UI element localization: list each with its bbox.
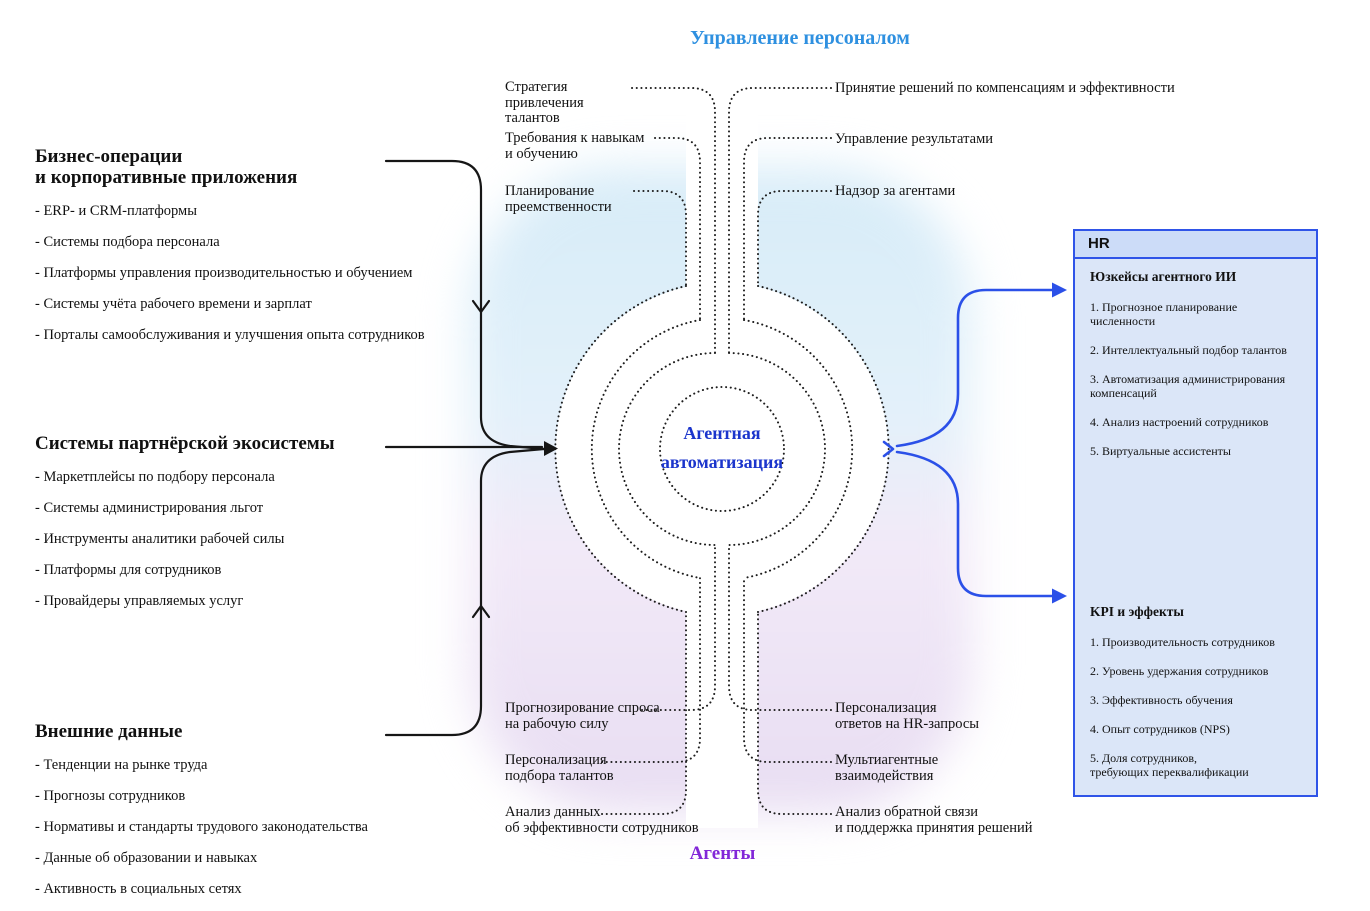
section-list: - Тенденции на рынке труда - Прогнозы со… — [35, 758, 495, 897]
list-item: - Тенденции на рынке труда — [35, 757, 208, 773]
list-item: 5. Доля сотрудников, требующих переквали… — [1090, 751, 1249, 779]
callout-feedback-analysis: Анализ обратной связи и поддержка принят… — [835, 804, 1033, 836]
section-partner-ecosystem: Системы партнёрской экосистемы - Маркетп… — [35, 433, 495, 609]
list-item: 1. Прогнозное планирование численности — [1090, 300, 1238, 328]
list-item: 1. Производительность сотрудников — [1090, 635, 1275, 649]
hr-section-heading: Юзкейсы агентного ИИ — [1090, 269, 1237, 284]
center-label: Агентная автоматизация — [660, 423, 784, 472]
list-item: - Платформы для сотрудников — [35, 562, 222, 578]
callout-hr-response-personalization: Персонализация ответов на HR-запросы — [835, 700, 980, 732]
top-title: Управление персоналом — [690, 27, 910, 49]
section-business-operations: Бизнес-операции и корпоративные приложен… — [35, 146, 495, 343]
callout-succession-planning: Планирование преемственности — [505, 183, 612, 215]
list-item: 4. Анализ настроений сотрудников — [1090, 415, 1269, 429]
arrowhead-kpi — [1052, 588, 1067, 604]
list-item: 3. Автоматизация администрирования компе… — [1090, 372, 1286, 400]
callout-performance-data-analysis: Анализ данных об эффективности сотрудник… — [505, 804, 699, 836]
section-list: - ERP- и CRM-платформы - Системы подбора… — [35, 204, 495, 343]
section-external-data: Внешние данные - Тенденции на рынке труд… — [35, 721, 495, 897]
list-item: - Порталы самообслуживания и улучшения о… — [35, 327, 425, 343]
callout-agent-oversight: Надзор за агентами — [835, 183, 956, 199]
list-item: - Инструменты аналитики рабочей силы — [35, 531, 285, 547]
list-item: - Системы администрирования льгот — [35, 500, 264, 516]
list-item: 2. Уровень удержания сотрудников — [1090, 664, 1269, 678]
hr-results-box: HR Юзкейсы агентного ИИ 1. Прогнозное пл… — [1073, 229, 1318, 797]
arrowhead-up-chevron — [471, 604, 491, 619]
callout-skills-requirements: Требования к навыкам и обучению — [505, 130, 645, 162]
list-item: 5. Виртуальные ассистенты — [1090, 444, 1231, 458]
list-item: - Данные об образовании и навыках — [35, 850, 258, 866]
output-arrows — [882, 282, 1067, 604]
section-heading: Внешние данные — [35, 721, 183, 742]
section-heading: Бизнес-операции и корпоративные приложен… — [35, 146, 298, 188]
arrowhead-usecases — [1052, 282, 1067, 298]
white-fills — [556, 72, 888, 828]
bottom-title: Агенты — [689, 843, 756, 864]
split-chevron — [882, 440, 895, 458]
callout-talent-strategy: Стратегия привлечения талантов — [505, 79, 584, 126]
list-item: - Нормативы и стандарты трудового законо… — [35, 819, 368, 835]
list-item: 4. Опыт сотрудников (NPS) — [1090, 722, 1230, 736]
dotted-connectors-bottom — [601, 544, 832, 815]
list-item: 3. Эффективность обучения — [1090, 693, 1233, 707]
callout-compensation-decisions: Принятие решений по компенсациям и эффек… — [835, 80, 1175, 96]
hr-use-cases-section: Юзкейсы агентного ИИ 1. Прогнозное плани… — [1090, 269, 1305, 458]
list-item: - Прогнозы сотрудников — [35, 788, 186, 804]
callout-multiagent-interactions: Мультиагентные взаимодействия — [835, 752, 939, 784]
section-list: - Маркетплейсы по подбору персонала - Си… — [35, 470, 495, 609]
hr-section-list: 1. Производительность сотрудников 2. Уро… — [1090, 635, 1305, 779]
callout-talent-personalization: Персонализация подбора талантов — [505, 752, 614, 784]
hr-box-title: HR — [1075, 231, 1316, 259]
arrowhead-down-chevron — [471, 299, 491, 314]
list-item: - ERP- и CRM-платформы — [35, 203, 197, 219]
list-item: - Активность в социальных сетях — [35, 881, 242, 897]
input-arrows — [384, 159, 558, 737]
callout-results-management: Управление результатами — [835, 131, 993, 147]
list-item: 2. Интеллектуальный подбор талантов — [1090, 343, 1287, 357]
hr-section-heading: KPI и эффекты — [1090, 604, 1184, 619]
list-item: - Маркетплейсы по подбору персонала — [35, 469, 275, 485]
dotted-connectors-top — [631, 87, 832, 354]
list-item: - Системы подбора персонала — [35, 234, 220, 250]
list-item: - Системы учёта рабочего времени и зарпл… — [35, 296, 312, 312]
list-item: - Провайдеры управляемых услуг — [35, 593, 244, 609]
list-item: - Платформы управления производительност… — [35, 265, 413, 281]
hr-section-list: 1. Прогнозное планирование численности 2… — [1090, 300, 1305, 458]
hr-kpi-section: KPI и эффекты 1. Производительность сотр… — [1090, 604, 1305, 779]
section-heading: Системы партнёрской экосистемы — [35, 433, 335, 454]
callout-workforce-demand-forecast: Прогнозирование спроса на рабочую силу — [505, 700, 660, 732]
arrowhead-into-rings — [544, 441, 558, 456]
